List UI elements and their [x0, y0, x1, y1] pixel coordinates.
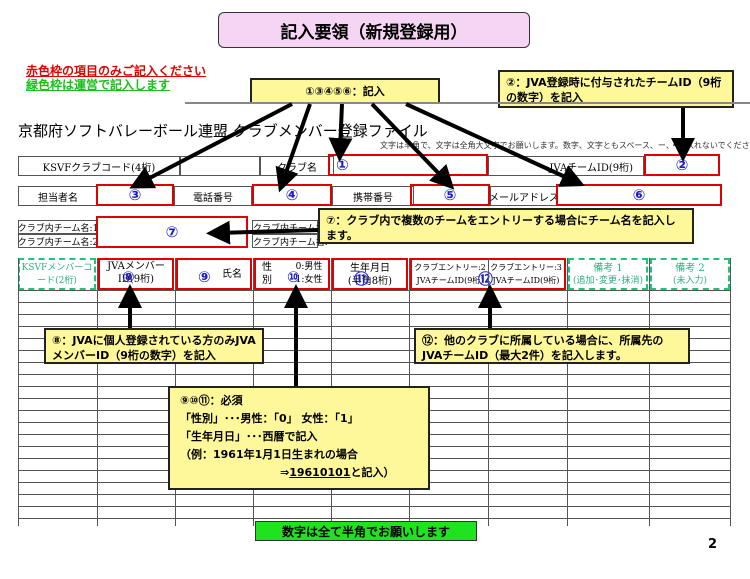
callout-9-line2: 「性別」･･･男性：「0」 女性：「1」: [180, 412, 359, 425]
remarks-2-text: 備考 2: [675, 263, 705, 274]
club-entry-2-text: クラブエントリー:2 JVAチームID(9桁): [414, 263, 486, 285]
email-field[interactable]: ⑥: [556, 184, 722, 206]
callout-9-line1: ⑨⑩⑪：必須: [180, 394, 243, 407]
ksvf-member-code-header: KSVFメンバーコード(2桁): [18, 258, 96, 290]
example-suffix: と記入）: [350, 466, 395, 479]
table-column-line: [649, 258, 650, 526]
callout-9-line4: （例：1961年1月1日生まれの場合: [180, 448, 358, 461]
table-row-line: [18, 374, 730, 375]
table-column-line: [488, 258, 489, 526]
club-code-field[interactable]: [180, 156, 260, 176]
table-row-line: [18, 362, 730, 363]
arrow-prefix: ⇒: [280, 466, 290, 479]
half-width-note: 数字は全て半角でお願いします: [255, 521, 477, 541]
callout-12: ⑫：他のクラブに所属している場合に、所属先のJVAチームID（最大2件）を記入し…: [414, 328, 690, 364]
mobile-label: 携帯番号: [332, 186, 414, 206]
marker-11: ⑪: [354, 270, 370, 288]
divider: [185, 102, 750, 104]
table-row-line: [18, 302, 730, 303]
callout-9-line3: 「生年月日」･･･西暦で記入: [180, 430, 318, 443]
club-entry-3-text: クラブエントリー:3 JVAチームID(9桁): [490, 263, 562, 285]
table-column-line: [730, 258, 731, 526]
phone-label: 電話番号: [174, 186, 252, 206]
club-code-label: KSVFクラブコード(4桁): [18, 156, 180, 176]
birthdate-text: 生年月日: [350, 263, 390, 274]
marker-6: ⑥: [632, 186, 646, 204]
marker-9: ⑨: [198, 268, 211, 286]
gender-code-text: 0:男性 1:女性: [295, 262, 323, 285]
name-header: 氏名: [176, 258, 252, 290]
callout-9-line5: ⇒19610101と記入）: [180, 464, 418, 482]
marker-12: ⑫: [478, 270, 494, 288]
birthdate-sub-text: (半角8桁): [347, 276, 393, 287]
marker-3: ③: [128, 186, 142, 204]
form-heading: 京都府ソフトバレーボール連盟 クラブメンバー登録ファイル: [18, 122, 428, 140]
team-right-1: クラブ内チーム名:: [252, 220, 328, 234]
marker-7: ⑦: [165, 223, 179, 241]
remarks-1-header: 備考 1 (追加･変更･抹消): [568, 258, 648, 290]
marker-8: ⑧: [122, 268, 135, 286]
page-title: 記入要領（新規登録用）: [218, 12, 530, 48]
table-column-line: [18, 258, 19, 526]
example-date: 19610101: [289, 466, 351, 479]
form-small-note: 文字は半角で、文字は全角大文字でお願いします。数字、文字ともスペース、ー、・は入…: [380, 141, 750, 150]
jva-member-id-text: JVAメンバーID(9桁): [107, 261, 165, 285]
table-row-line: [18, 494, 730, 495]
gender-text: 性別: [262, 262, 272, 286]
note-red-fields: 赤色枠の項目のみご記入ください: [26, 64, 207, 78]
callout-7: ⑦：クラブ内で複数のチームをエントリーする場合にチーム名を記入します。: [318, 208, 694, 244]
table-row-line: [18, 326, 730, 327]
birthdate-header: 生年月日 (半角8桁): [332, 258, 408, 290]
table-row-line: [18, 314, 730, 315]
table-row-line: [18, 518, 730, 519]
callout-8: ⑧：JVAに個人登録されている方のみJVAメンバーID（9桁の数字）を記入: [44, 328, 264, 364]
team-right-2: クラブ内チーム名:: [252, 234, 328, 248]
table-column-line: [567, 258, 568, 526]
table-column-line: [97, 258, 98, 526]
remarks-2-header: 備考 2 (未入力): [650, 258, 730, 290]
remarks-1-sub-text: (追加･変更･抹消): [572, 276, 644, 286]
table-row-line: [18, 338, 730, 339]
table-row-line: [18, 290, 730, 291]
remarks-1-text: 備考 1: [593, 263, 623, 274]
marker-10: ⑩: [287, 268, 300, 286]
remarks-2-sub-text: (未入力): [672, 276, 708, 286]
table-row-line: [18, 350, 730, 351]
note-green-fields: 緑色枠は運営で記入します: [26, 78, 171, 92]
callout-2: ②：JVA登録時に付与されたチームID（9桁の数字）を記入: [498, 70, 734, 108]
marker-5: ⑤: [443, 186, 457, 204]
callout-9-10-11: ⑨⑩⑪：必須 「性別」･･･男性：「0」 女性：「1」 「生年月日」･･･西暦で…: [168, 386, 430, 490]
page-number: 2: [708, 537, 718, 552]
table-row-line: [18, 506, 730, 507]
